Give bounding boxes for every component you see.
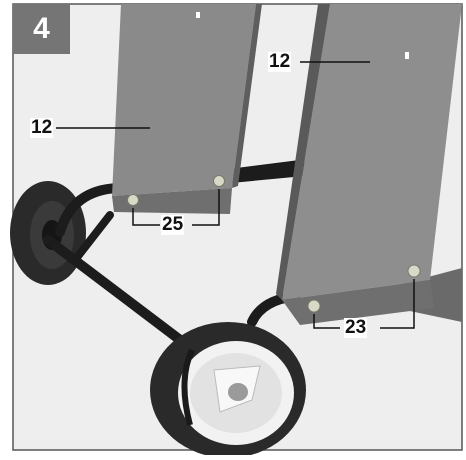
callout-label-12-left: 12 — [30, 117, 54, 138]
leader-line — [192, 189, 220, 226]
callout-label-23: 23 — [344, 317, 368, 338]
callout-label-25: 25 — [161, 214, 185, 235]
leader-lines — [56, 61, 415, 329]
front-wheel — [150, 322, 306, 458]
upright-panel-left — [112, 4, 262, 214]
bolt — [213, 175, 225, 187]
leader-line — [380, 279, 415, 329]
upright-panel-right — [276, 4, 462, 325]
leader-line — [132, 208, 160, 226]
bolt — [307, 299, 321, 313]
bolt — [407, 264, 421, 278]
callout-label-12-right: 12 — [268, 51, 292, 72]
leader-line — [313, 314, 340, 329]
bolt — [127, 194, 139, 206]
step-number-badge: 4 — [13, 4, 70, 54]
rear-wheel-left — [10, 181, 86, 285]
bolts — [127, 175, 421, 313]
